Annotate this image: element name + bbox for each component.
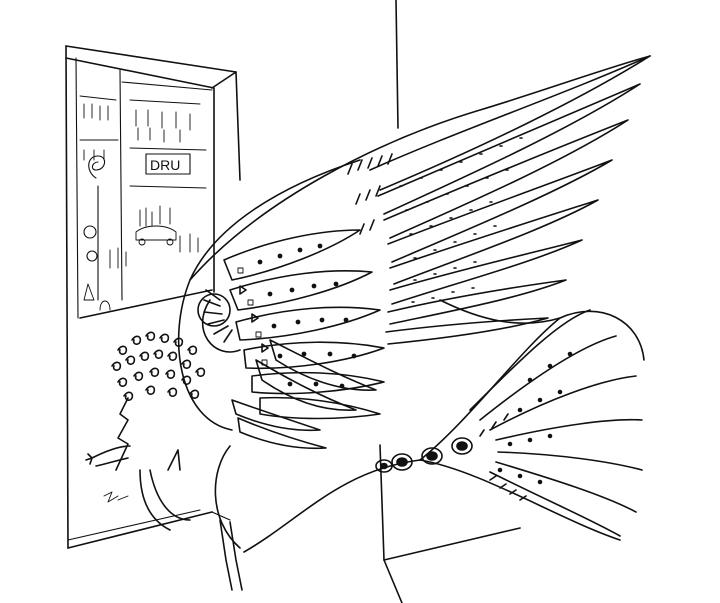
wing-primaries — [369, 55, 651, 345]
window — [65, 45, 241, 549]
figure — [85, 331, 243, 591]
wing-coverts — [223, 229, 385, 420]
curly-hair — [111, 331, 206, 401]
street-view: DRU — [79, 95, 207, 311]
wing-rosette — [201, 299, 241, 353]
tail — [375, 299, 645, 541]
wing-secondaries — [231, 339, 377, 450]
shop-sign: DRU — [150, 157, 180, 173]
tail-eyes — [375, 437, 473, 473]
wing-creature — [177, 55, 651, 553]
